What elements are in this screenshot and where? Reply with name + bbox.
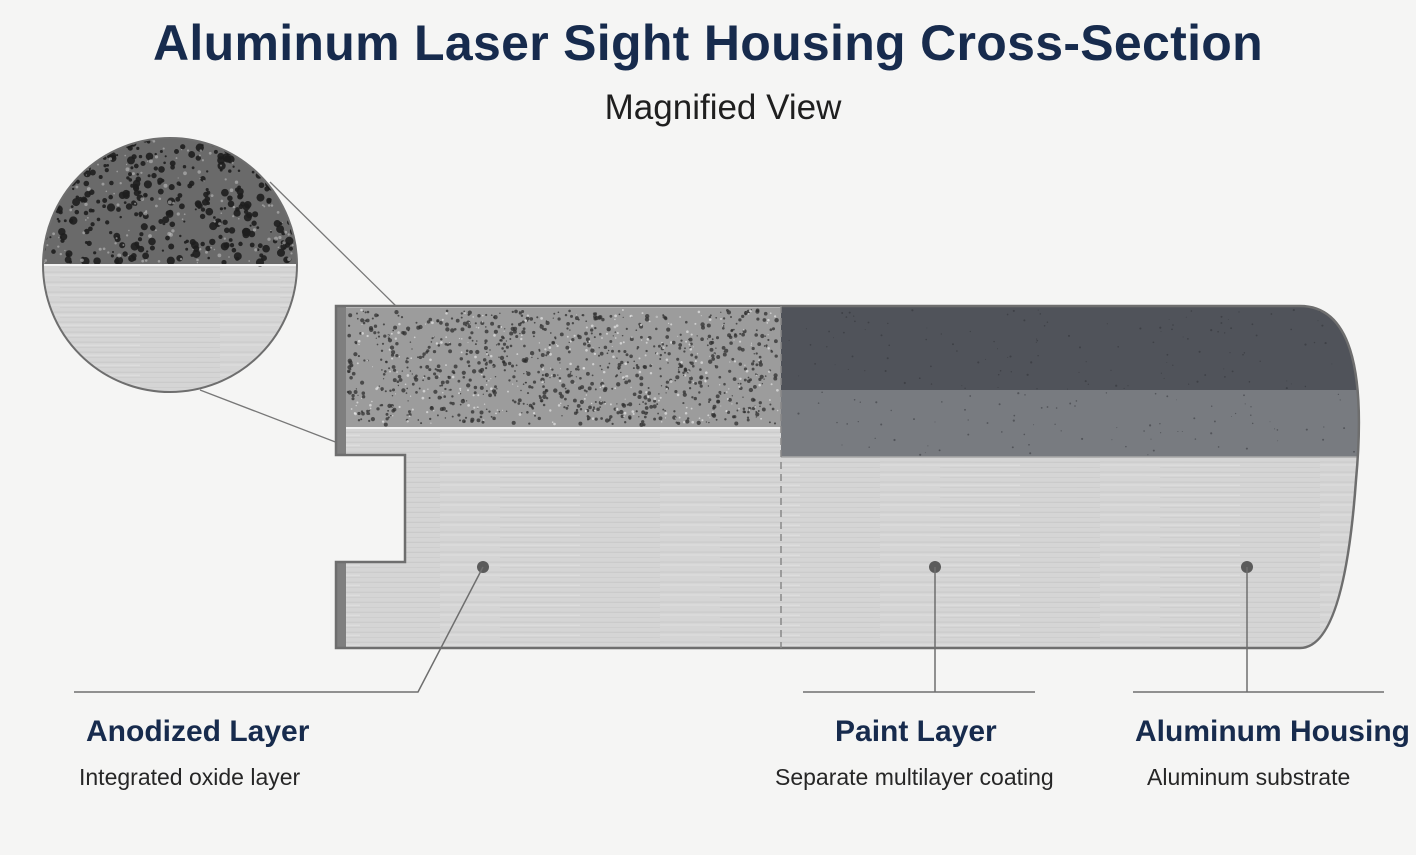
diagram-title: Aluminum Laser Sight Housing Cross-Secti… xyxy=(153,15,1263,71)
callout-aluminum-leader xyxy=(1133,561,1384,693)
callout-paint-leader xyxy=(803,561,1035,693)
paint-bottom-layer xyxy=(781,390,1359,457)
callout-aluminum-title: Aluminum Housing xyxy=(1135,715,1410,748)
housing-left-edge xyxy=(336,306,346,648)
magnifier-view xyxy=(43,138,297,392)
callout-anodized-title: Anodized Layer xyxy=(86,715,310,748)
housing-cross-section xyxy=(336,306,1359,648)
magnifier-circle xyxy=(42,137,298,393)
magnifier-connector-bottom xyxy=(199,389,339,444)
diagram-subtitle: Magnified View xyxy=(604,88,842,127)
callout-paint-title: Paint Layer xyxy=(835,715,997,748)
callout-anodized-description: Integrated oxide layer xyxy=(79,764,301,790)
callout-aluminum-description: Aluminum substrate xyxy=(1147,764,1351,790)
paint-top-layer xyxy=(781,306,1359,390)
callout-paint-description: Separate multilayer coating xyxy=(775,764,1054,790)
magnifier-connector-top xyxy=(269,181,399,309)
callout-anodized-leader xyxy=(74,561,489,693)
housing-outline xyxy=(334,304,1361,650)
